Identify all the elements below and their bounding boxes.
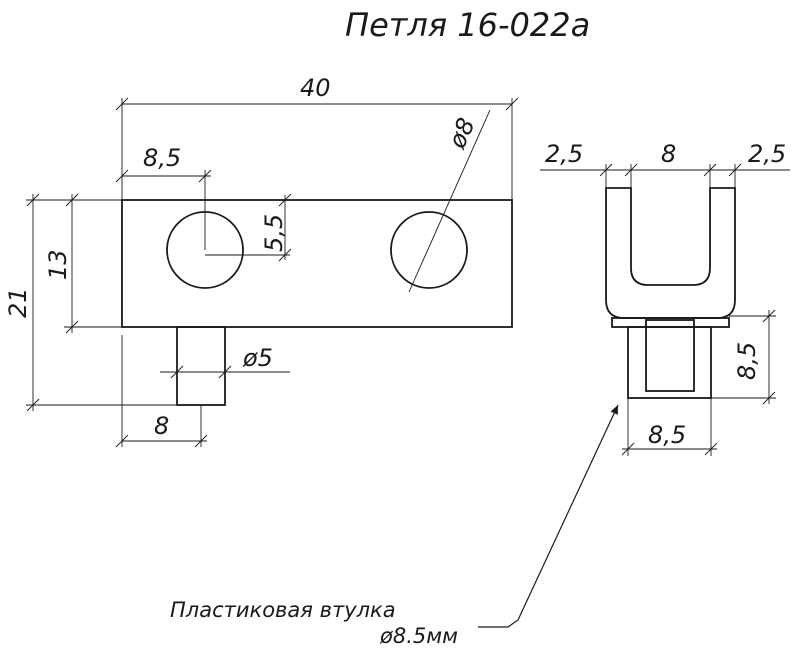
plastic-bushing	[627, 326, 712, 399]
dim-body-height: 13	[44, 249, 72, 280]
u-profile	[605, 187, 736, 319]
dim-side-left: 2,5	[545, 140, 583, 168]
dim-total-height: 21	[4, 287, 32, 318]
bushing-pin	[645, 319, 695, 392]
hinge-body	[121, 199, 513, 328]
dim-pin-diameter: ø5	[242, 344, 273, 372]
dim-bushing-height: 8,5	[733, 342, 761, 380]
dim-hole-diameter: ø8	[442, 114, 480, 154]
hinge-pin	[176, 326, 226, 406]
note-line1: Пластиковая втулка	[170, 598, 396, 622]
dim-side-right: 2,5	[748, 140, 786, 168]
drawing-title: Петля 16-022а	[345, 6, 590, 44]
side-view: 2,5 8 2,5 8,5 8,5	[540, 140, 790, 456]
front-view: 40 8,5 ø8 5,5 13 21 ø5	[4, 74, 519, 448]
dim-overall-width: 40	[300, 74, 331, 102]
dim-side-mid: 8	[661, 140, 676, 168]
bushing-callout: Пластиковая втулка ø8.5мм	[170, 404, 619, 648]
dim-bushing-width: 8,5	[648, 421, 686, 449]
dim-pin-offset: 8	[154, 412, 169, 440]
note-line2: ø8.5мм	[379, 624, 458, 648]
dim-hole-offset: 8,5	[143, 144, 181, 172]
dim-hole-radius: 5,5	[260, 214, 288, 252]
right-hole	[390, 211, 468, 289]
